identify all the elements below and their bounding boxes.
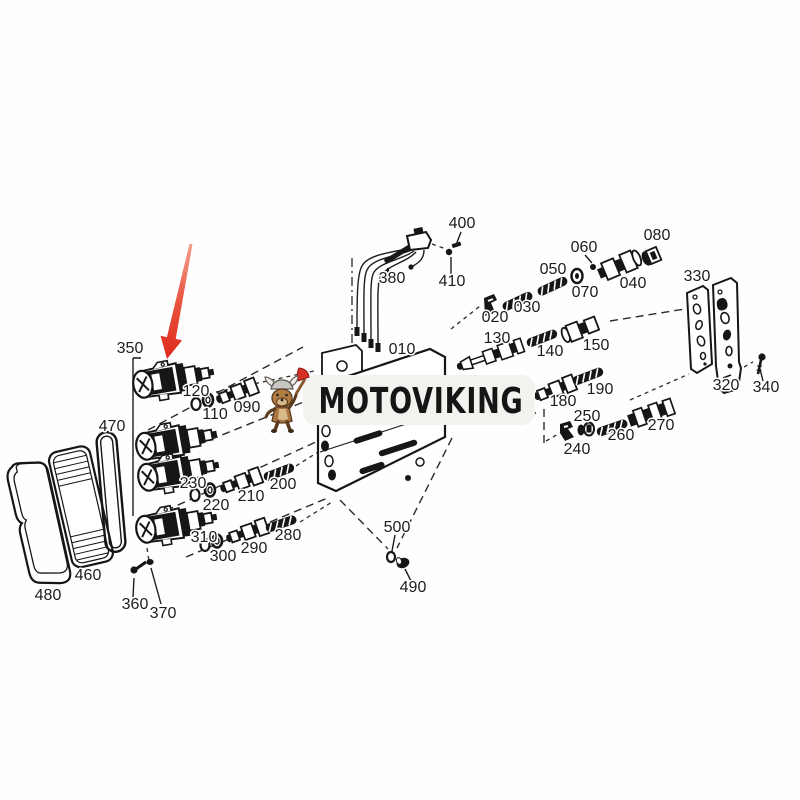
part-labels: 010 020 030 040 050 060 070 080 090 110 …	[33, 214, 781, 624]
plug-490	[395, 557, 410, 569]
part-label-140: 140	[537, 343, 564, 360]
seal-ring-470	[95, 430, 127, 554]
part-label-410: 410	[439, 273, 466, 290]
screw-400	[445, 241, 462, 256]
part-label-280: 280	[275, 527, 302, 544]
part-label-090: 090	[234, 399, 261, 416]
part-label-240: 240	[564, 441, 591, 458]
part-label-210: 210	[238, 488, 265, 505]
part-label-290: 290	[241, 540, 268, 557]
part-label-300: 300	[210, 548, 237, 565]
part-label-320: 320	[713, 377, 740, 394]
watermark: MOTOVIKING	[264, 367, 535, 433]
red-pointer-arrow	[160, 243, 193, 359]
part-label-340: 340	[753, 379, 780, 396]
gasket-480	[6, 461, 72, 585]
watermark-pill	[303, 375, 535, 425]
part-label-460: 460	[75, 567, 102, 584]
part-label-370: 370	[150, 605, 177, 622]
part-label-270: 270	[648, 417, 675, 434]
part-label-070: 070	[572, 284, 599, 301]
viking-mascot	[264, 367, 310, 433]
part-label-470: 470	[99, 418, 126, 435]
valve-row-130	[453, 314, 601, 376]
part-label-150: 150	[583, 337, 610, 354]
part-label-040: 040	[620, 275, 647, 292]
part-label-330: 330	[684, 268, 711, 285]
part-label-400: 400	[449, 215, 476, 232]
part-label-020: 020	[482, 309, 509, 326]
part-label-250: 250	[574, 408, 601, 425]
part-label-180: 180	[550, 393, 577, 410]
leader-lines	[132, 231, 764, 605]
part-label-380: 380	[379, 270, 406, 287]
valve-row-260	[560, 397, 677, 441]
part-label-350: 350	[117, 340, 144, 357]
part-label-060: 060	[571, 239, 598, 256]
valve-row-040	[484, 245, 663, 316]
part-label-010: 010	[389, 341, 416, 358]
oil-cooler-460	[47, 445, 115, 569]
part-label-120: 120	[183, 383, 210, 400]
separator-plate-330	[685, 284, 714, 375]
ring-500	[385, 550, 397, 564]
part-label-190: 190	[587, 381, 614, 398]
part-label-130: 130	[484, 330, 511, 347]
wiring-harness-380	[354, 227, 433, 352]
part-label-080: 080	[644, 227, 671, 244]
part-label-050: 050	[540, 261, 567, 278]
part-label-480: 480	[35, 587, 62, 604]
part-label-200: 200	[270, 476, 297, 493]
part-label-230: 230	[180, 475, 207, 492]
pin-370	[146, 559, 154, 565]
part-label-260: 260	[608, 427, 635, 444]
bolt-360	[130, 560, 147, 574]
part-label-110: 110	[202, 406, 228, 423]
part-label-220: 220	[203, 497, 230, 514]
part-label-030: 030	[514, 299, 541, 316]
motoviking-logo-text: MOTOVIKING	[319, 381, 524, 422]
part-label-500: 500	[384, 519, 411, 536]
part-label-490: 490	[400, 579, 427, 596]
separator-plate-320	[711, 276, 743, 395]
part-label-310: 310	[191, 529, 218, 546]
part-label-360: 360	[122, 596, 149, 613]
